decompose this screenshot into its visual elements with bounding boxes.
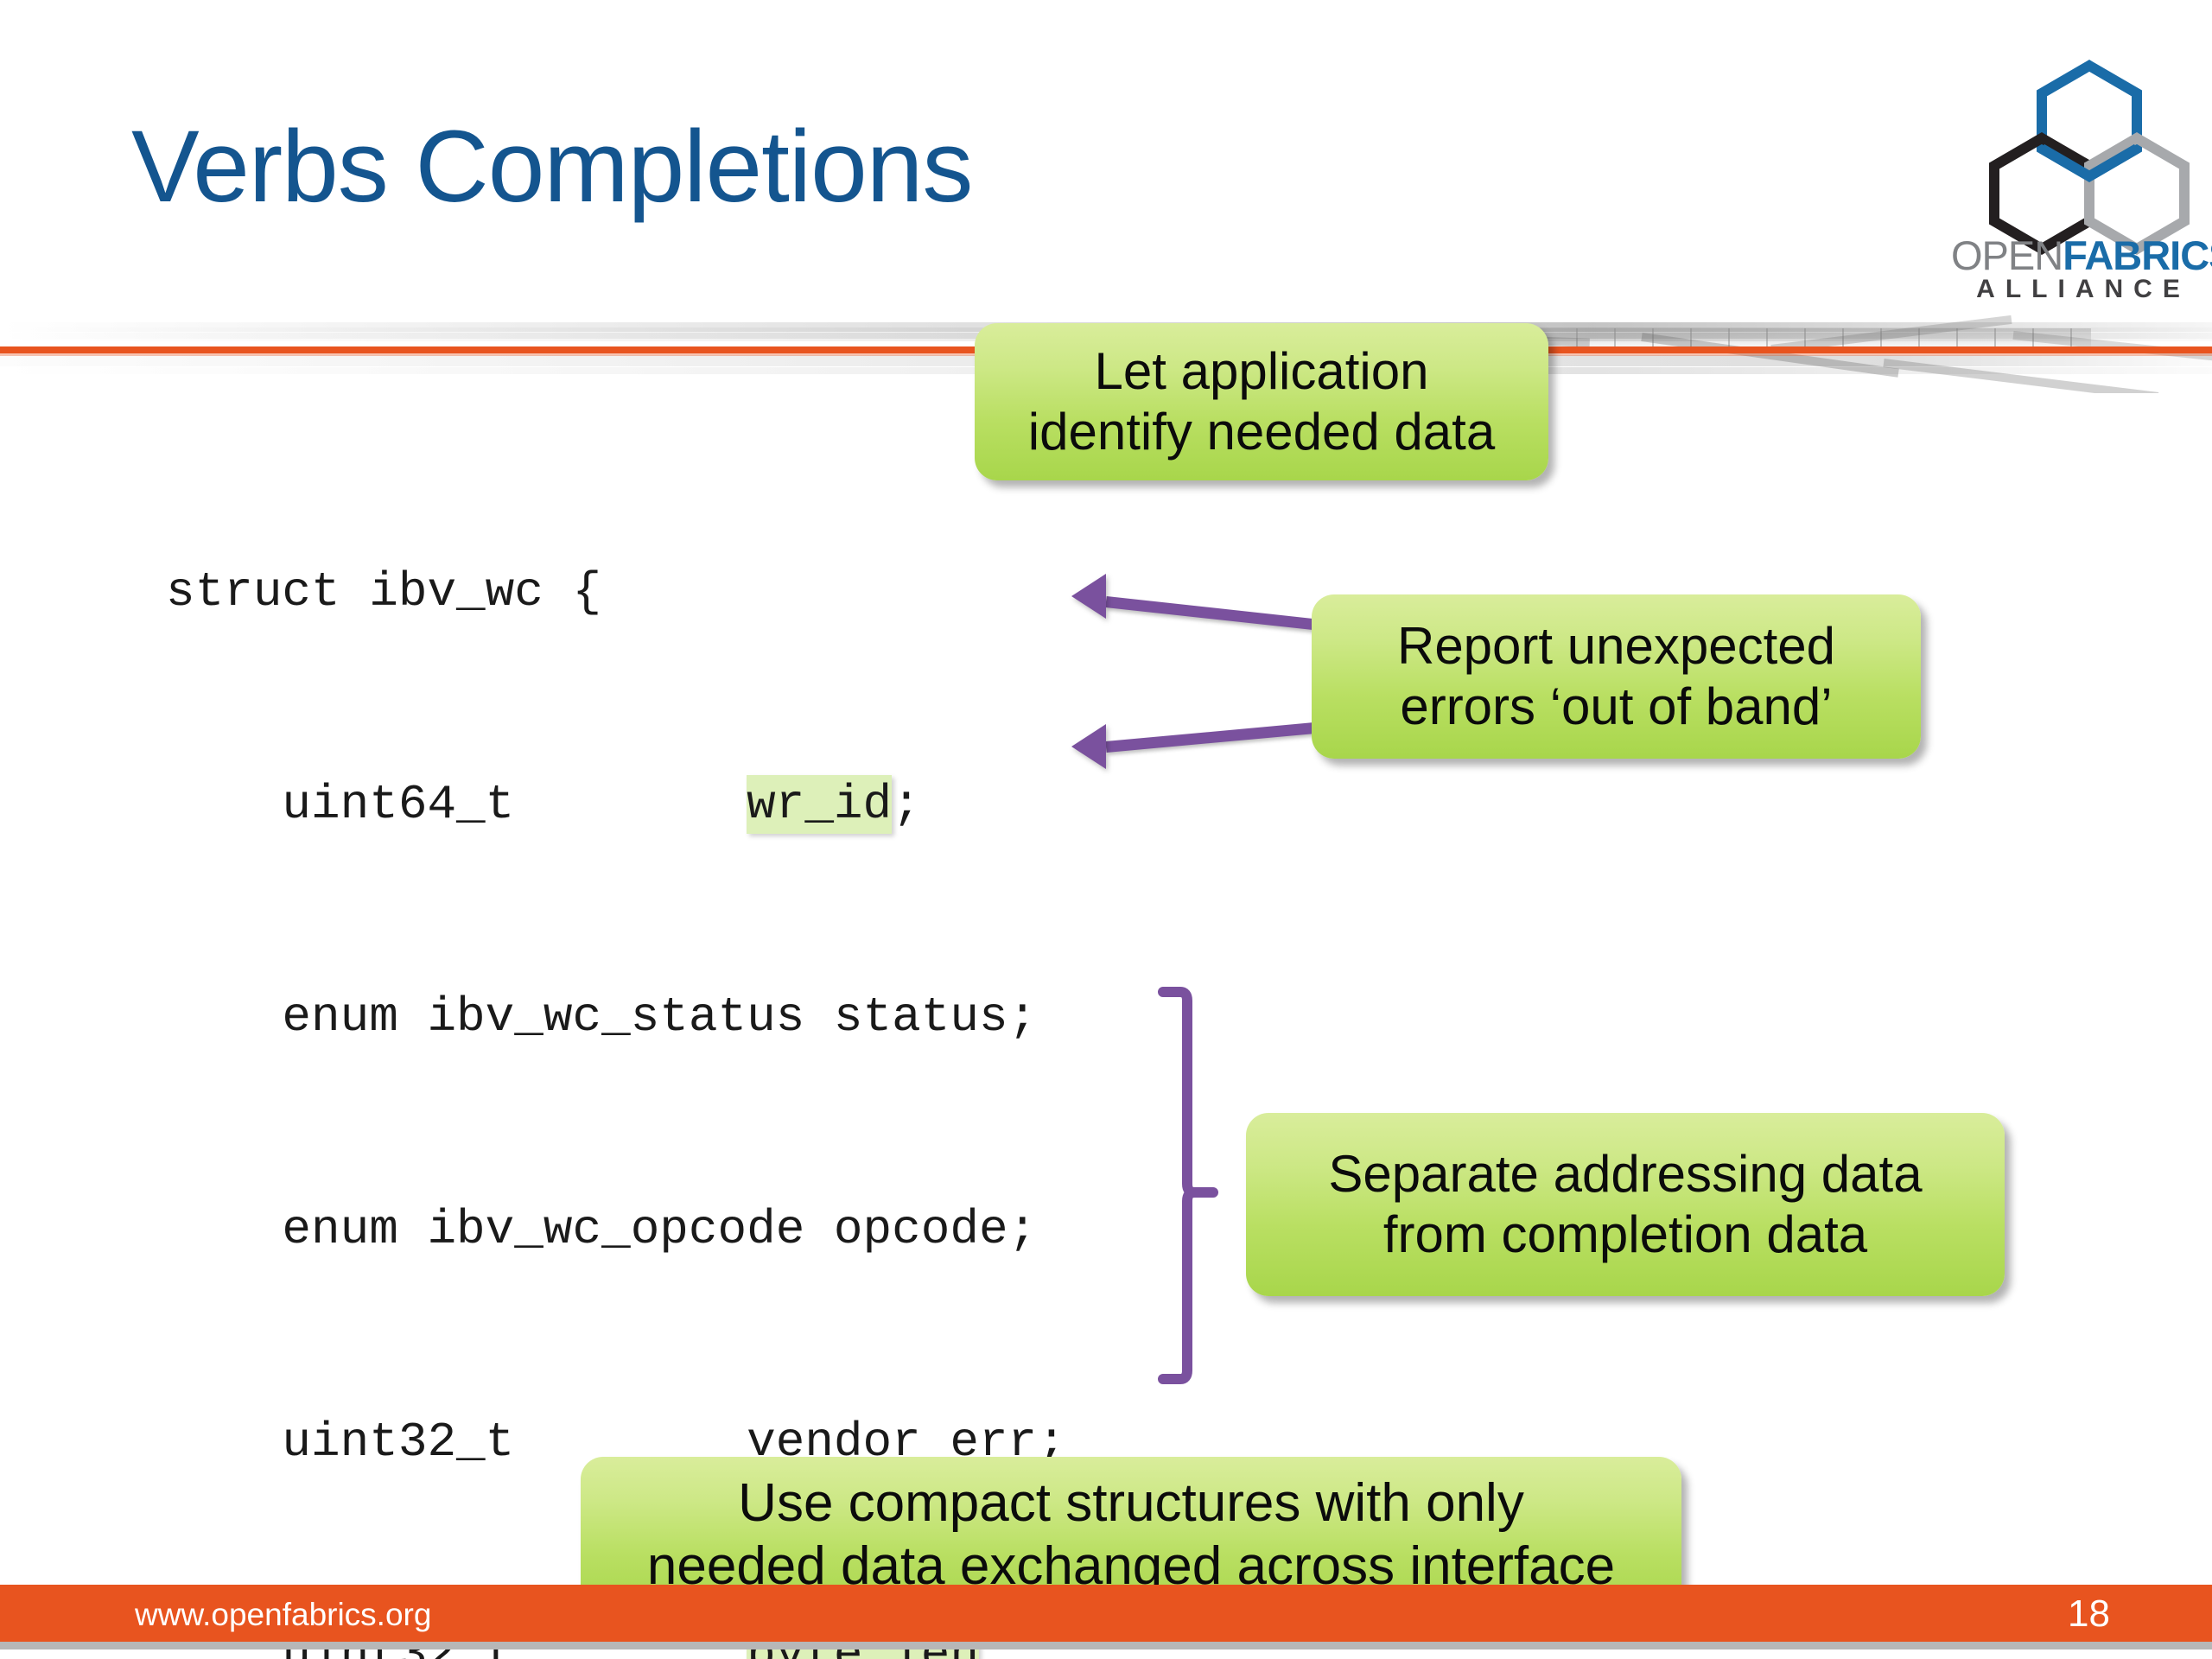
bracket-icon <box>1158 987 1218 1384</box>
code-line: struct ibv_wc { <box>166 556 1182 627</box>
bracket-addressing-fields <box>1137 976 1249 1408</box>
page-number: 18 <box>2068 1592 2110 1635</box>
logo-word-fabrics: FABRICS <box>2063 232 2212 278</box>
code-text: enum ibv_wc_opcode opcode; <box>166 1202 1038 1257</box>
logo-wordmark: OPENFABRICS <box>1951 232 2212 279</box>
callout-let-application: Let application identify needed data <box>975 323 1548 480</box>
arrow-to-vendor-err-head <box>1071 724 1106 769</box>
code-text: enum ibv_wc_status status; <box>166 989 1038 1045</box>
code-text: struct ibv_wc { <box>166 564 602 620</box>
code-line: uint64_t wr_id; <box>166 769 1182 840</box>
callout-text: Report unexpected errors ‘out of band’ <box>1396 616 1835 735</box>
callout-text: Use compact structures with only needed … <box>646 1473 1616 1596</box>
hexagon-trio-icon <box>1989 60 2190 255</box>
callout-separate-addressing-data: Separate addressing data from completion… <box>1246 1113 2005 1296</box>
footer-shadow-rule <box>0 1642 2212 1649</box>
openfabrics-logo-icon <box>1960 41 2212 301</box>
page-title: Verbs Completions <box>131 110 973 224</box>
logo-word-open: OPEN <box>1951 232 2063 278</box>
code-highlight-wr-id: wr_id <box>747 775 893 834</box>
arrow-to-status-head <box>1071 574 1106 619</box>
code-line: enum ibv_wc_status status; <box>166 982 1182 1052</box>
code-line: enum ibv_wc_opcode opcode; <box>166 1194 1182 1265</box>
code-text: uint64_t <box>166 777 747 832</box>
code-text: ; <box>892 777 921 832</box>
footer-url: www.openfabrics.org <box>135 1597 432 1632</box>
band-grid-texture <box>1538 328 2091 347</box>
callout-text: Let application identify needed data <box>1027 341 1496 461</box>
callout-text: Separate addressing data from completion… <box>1328 1144 1923 1263</box>
footer-bar <box>0 1585 2212 1642</box>
callout-report-unexpected-errors: Report unexpected errors ‘out of band’ <box>1312 594 1921 759</box>
logo-word-alliance: ALLIANCE <box>1976 275 2190 303</box>
